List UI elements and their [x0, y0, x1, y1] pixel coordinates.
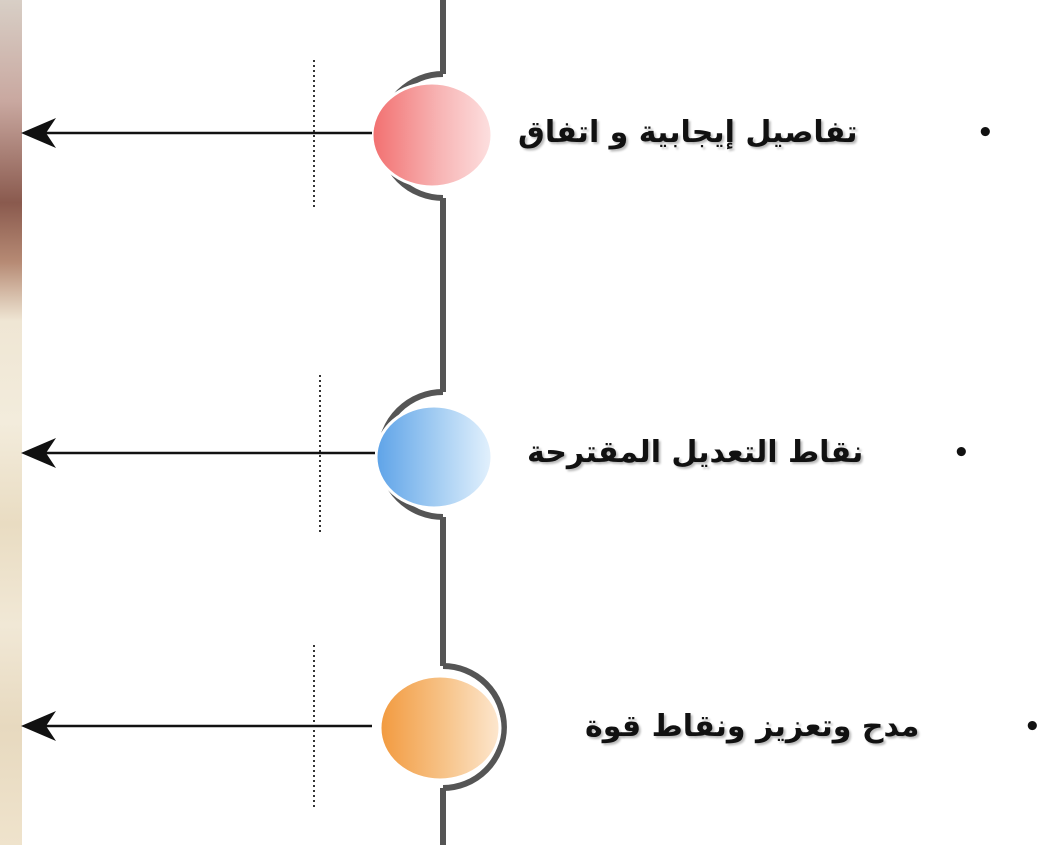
background-photo-edge [0, 0, 22, 845]
bullet-marker: • [1024, 712, 1041, 742]
blue-circle-icon [374, 404, 494, 510]
timeline-bulge [442, 663, 507, 791]
pink-circle-icon [370, 81, 494, 189]
item-label-praise: مدح وتعزيز ونقاط قوة [585, 709, 920, 744]
orange-circle-icon [378, 674, 502, 782]
bullet-marker: • [977, 118, 994, 148]
item-label-suggested-changes: نقاط التعديل المقترحة [527, 435, 864, 470]
bullet-marker: • [953, 438, 970, 468]
item-label-positive: تفاصيل إيجابية و اتفاق [518, 115, 858, 150]
